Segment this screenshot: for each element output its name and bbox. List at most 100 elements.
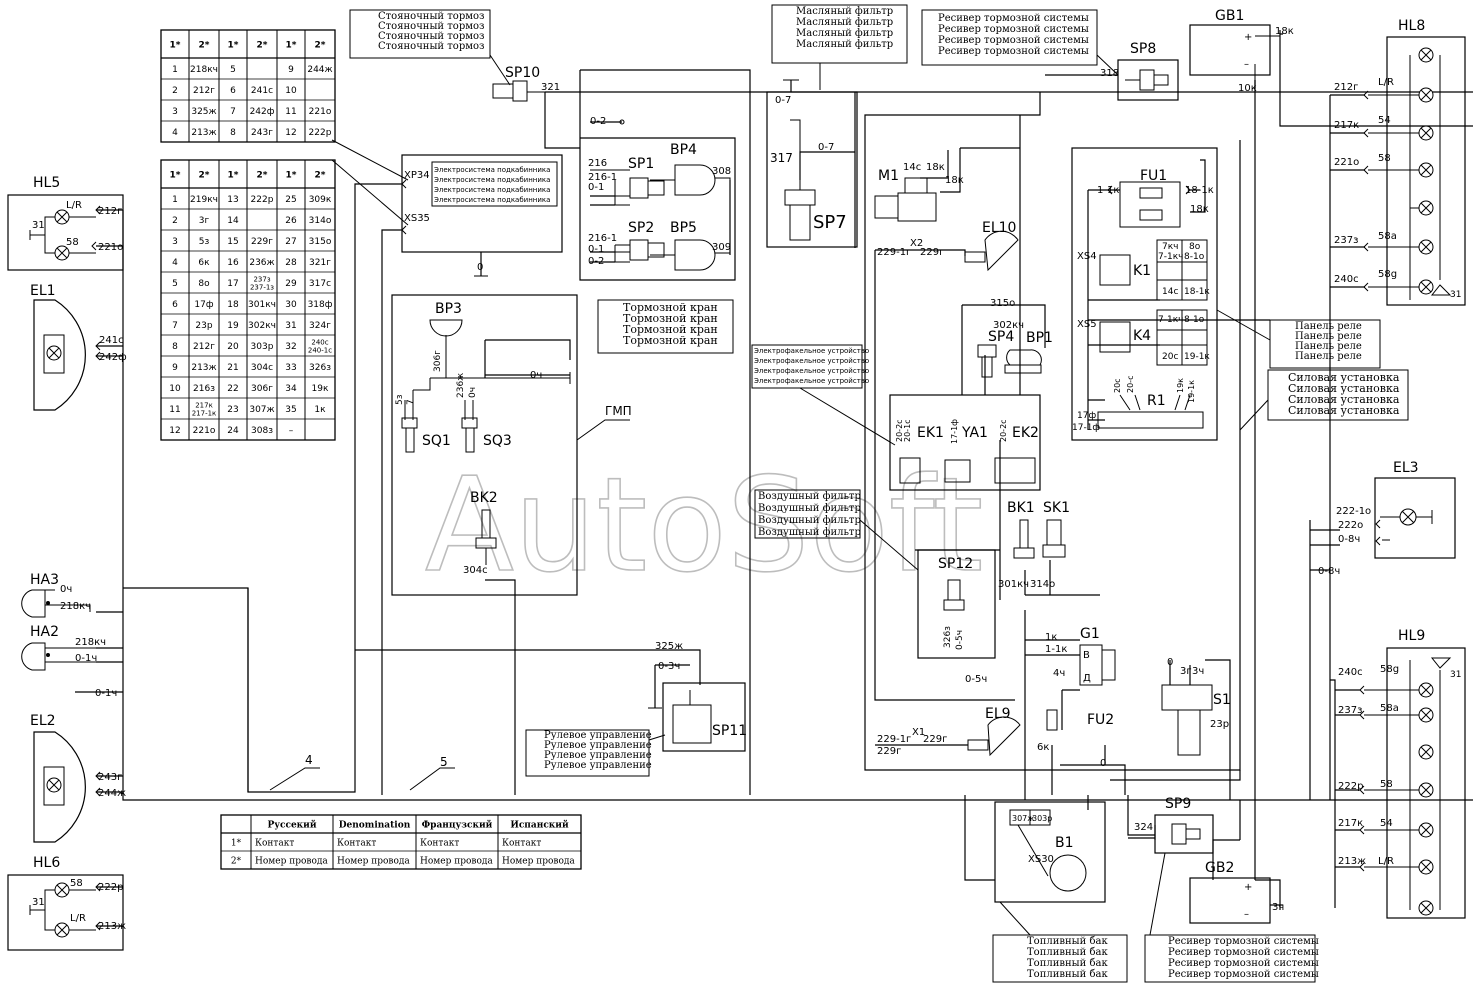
svg-text:SP4: SP4 <box>988 329 1014 345</box>
svg-text:B: B <box>1083 650 1090 661</box>
svg-text:Электросистема подкабинника: Электросистема подкабинника <box>434 176 550 184</box>
table-cell: 5 <box>230 65 236 75</box>
table-cell: 10 <box>285 86 297 96</box>
svg-text:Электросистема подкабинника: Электросистема подкабинника <box>434 196 550 204</box>
table-cell: 1 <box>172 65 178 75</box>
table-cell: 7 <box>172 321 178 331</box>
svg-text:0-3ч: 0-3ч <box>658 661 680 672</box>
table-cell: 14 <box>227 216 239 226</box>
table-cell: 303р <box>251 342 274 352</box>
svg-text:324: 324 <box>1134 822 1153 833</box>
table-cell: 2 <box>172 216 178 226</box>
svg-text:L/R: L/R <box>66 200 82 211</box>
svg-text:Ресивер тормозной системы: Ресивер тормозной системы <box>938 46 1089 57</box>
table-cell: Контакт <box>337 839 376 849</box>
callout-parking-brake: Стояночный тормоз Стояночный тормоз Стоя… <box>349 9 511 86</box>
table-header-cell: 2* <box>257 41 268 51</box>
hl8-lamps <box>1418 47 1434 295</box>
svg-text:Д: Д <box>1083 673 1091 684</box>
svg-text:0ч: 0ч <box>468 387 478 398</box>
table-cell: Контакт <box>255 839 294 849</box>
svg-text:213ж: 213ж <box>98 921 126 932</box>
table-cell: 244ж <box>307 65 332 75</box>
table-cell: – <box>289 426 294 436</box>
hl9-wire-labels: 240с 58g 31 237з 58а 222р 58 217к 54 213… <box>1338 664 1461 867</box>
svg-text:308: 308 <box>712 166 731 177</box>
svg-text:0: 0 <box>1100 758 1106 769</box>
svg-text:242ф: 242ф <box>99 352 127 363</box>
table-cell: Контакт <box>502 839 541 849</box>
svg-text:4ч: 4ч <box>1053 668 1065 679</box>
svg-text:Электрофакельное устройство: Электрофакельное устройство <box>754 377 869 385</box>
svg-text:BK1: BK1 <box>1007 500 1035 516</box>
lamp-block-hl9: HL9 <box>1364 628 1466 919</box>
lamp-bulb-icon <box>1418 87 1434 103</box>
table-header-cell: 1* <box>170 171 181 181</box>
svg-text:243г: 243г <box>98 772 122 783</box>
table-cell: 24 <box>227 426 239 436</box>
table-header-cell: 1* <box>170 41 181 51</box>
svg-text:244ж: 244ж <box>98 788 126 799</box>
sensor-bk1-sk1: BK1 SK1 301кч 314о <box>998 500 1070 590</box>
callout-brake-valve: Тормозной кран Тормозной кран Тормозной … <box>597 299 734 354</box>
callout-torch-device: Электрофакельное устройство Электрофакел… <box>751 344 896 446</box>
svg-text:0-1: 0-1 <box>588 182 604 193</box>
table-cell: 27 <box>285 237 296 247</box>
svg-text:20-2с: 20-2с <box>895 419 904 442</box>
svg-text:FU1: FU1 <box>1140 168 1167 184</box>
svg-text:218кч: 218кч <box>60 601 91 612</box>
lamp-el10: EL10 X2 229-1г 229г <box>877 220 1019 272</box>
svg-text:0-2: 0-2 <box>588 256 604 267</box>
svg-text:Стояночный тормоз: Стояночный тормоз <box>378 21 484 32</box>
svg-text:+: + <box>1244 882 1252 893</box>
table-cell: 221о <box>193 426 216 436</box>
table-cell: 19 <box>227 321 239 331</box>
svg-text:Тормозной кран: Тормозной кран <box>623 301 718 314</box>
table-cell: 11 <box>285 107 296 117</box>
table-cell: 9 <box>172 363 178 373</box>
svg-text:SP2: SP2 <box>628 220 654 236</box>
svg-text:58g: 58g <box>1378 269 1397 280</box>
svg-text:58: 58 <box>66 237 79 248</box>
svg-text:17ф: 17ф <box>1077 411 1096 421</box>
svg-text:229-1г: 229-1г <box>877 734 911 745</box>
table-cell: 29 <box>285 279 297 289</box>
svg-text:SQ3: SQ3 <box>483 433 512 449</box>
table-cell: 17ф <box>194 300 213 310</box>
table-cell: 16 <box>227 258 239 268</box>
svg-text:SP11: SP11 <box>712 723 747 739</box>
svg-text:0-7: 0-7 <box>775 95 791 106</box>
svg-text:XS30: XS30 <box>1028 854 1054 865</box>
table-cell: 1 <box>172 195 178 205</box>
svg-text:XS5: XS5 <box>1077 319 1097 330</box>
table-cell: 10 <box>169 384 181 394</box>
el1-label: EL1 <box>30 283 56 299</box>
table-cell: 31 <box>285 321 296 331</box>
table-cell: 218кч <box>190 65 218 75</box>
table-cell: 3 <box>172 107 178 117</box>
table-cell: 212г <box>193 86 215 96</box>
table-cell: 13 <box>227 195 238 205</box>
svg-text:0-8ч: 0-8ч <box>1318 566 1340 577</box>
svg-text:7: 7 <box>406 399 416 405</box>
table-cell: 9 <box>288 65 294 75</box>
table-cell: 25 <box>285 195 296 205</box>
svg-text:Ресивер тормозной системы: Ресивер тормозной системы <box>1168 958 1319 969</box>
table-cell: 308з <box>251 426 273 436</box>
horn-ha3: HA3 0ч 218кч <box>21 572 91 618</box>
svg-text:31: 31 <box>1450 670 1461 680</box>
svg-text:Топливный бак: Топливный бак <box>1027 947 1108 958</box>
svg-text:0-1ч: 0-1ч <box>75 653 97 664</box>
lamp-bulb-icon <box>1418 125 1434 141</box>
lamp-bulb-icon <box>1418 782 1434 798</box>
svg-text:B1: B1 <box>1055 835 1074 851</box>
svg-text:18к: 18к <box>1190 204 1209 215</box>
svg-text:3г: 3г <box>1180 666 1192 677</box>
svg-text:19-1к: 19-1к <box>1187 380 1196 403</box>
svg-text:BK2: BK2 <box>470 490 498 506</box>
svg-text:20-2с: 20-2с <box>999 419 1008 442</box>
table-header-cell: Испанский <box>510 820 569 831</box>
table-cell: 304с <box>251 363 273 373</box>
svg-text:XS4: XS4 <box>1077 251 1097 262</box>
